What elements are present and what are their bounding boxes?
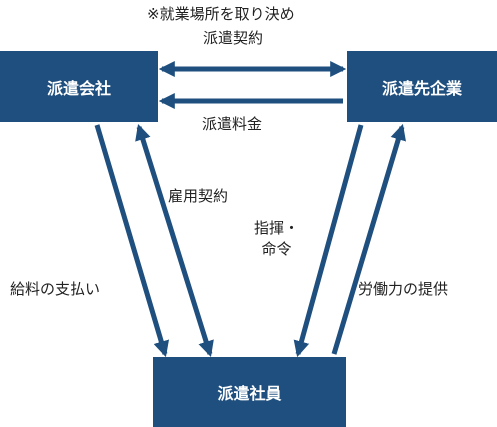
command-arrow — [293, 124, 364, 358]
command-label-line2: 命令 — [261, 240, 292, 258]
workplace-note-label: ※就業場所を取り決め — [147, 5, 295, 23]
employment-contract-label: 雇用契約 — [168, 187, 229, 205]
fee-label: 派遣料金 — [202, 115, 263, 133]
labor-arrow — [331, 123, 406, 355]
node-haken-shain-label: 派遣社員 — [217, 384, 282, 403]
employment-arrow — [135, 123, 214, 358]
node-hakensaki-kigyo: 派遣先企業 — [347, 51, 497, 122]
node-haken-shain: 派遣社員 — [153, 357, 346, 427]
command-label: 指揮・ 命令 — [254, 218, 299, 260]
command-label-line1: 指揮・ — [254, 219, 300, 237]
node-haken-kaisha-label: 派遣会社 — [46, 78, 111, 98]
contract-label: 派遣契約 — [203, 29, 264, 47]
salary-payment-label: 給料の支払い — [10, 280, 101, 298]
labor-provision-label: 労働力の提供 — [358, 280, 449, 298]
node-hakensaki-kigyo-label: 派遣先企業 — [381, 78, 462, 98]
node-haken-kaisha: 派遣会社 — [0, 51, 158, 122]
salary-arrow — [94, 124, 170, 358]
